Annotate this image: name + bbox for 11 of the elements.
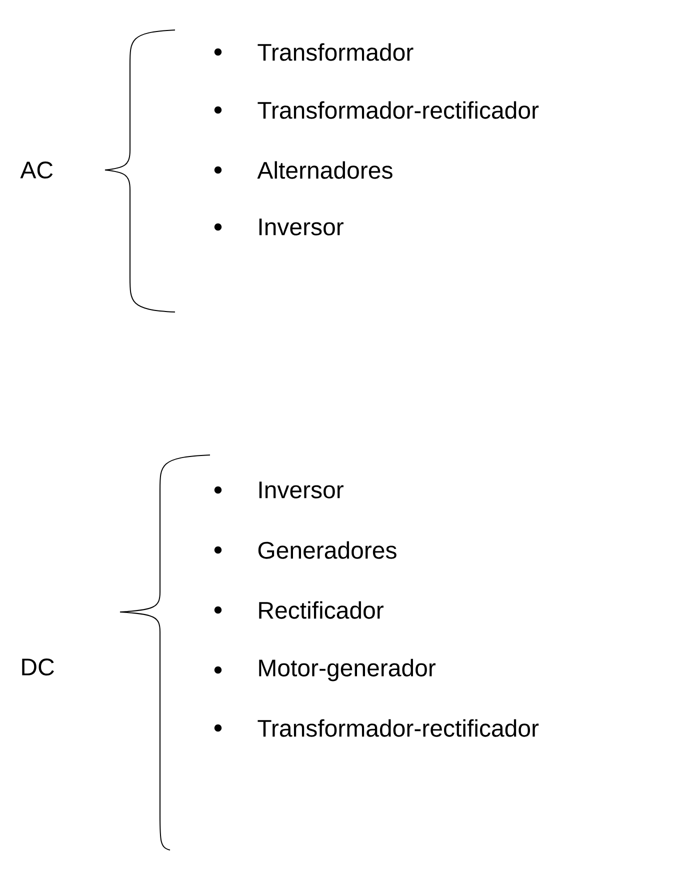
list-item: Inversor	[259, 482, 344, 498]
list-item: Motor-generador	[259, 658, 436, 682]
list-item: Generadores	[258, 541, 396, 559]
group-label: AC	[20, 162, 53, 178]
list-item: Inversor	[259, 218, 344, 236]
list-item: Transformador-rectificador	[258, 719, 539, 737]
list-item: Transformador	[258, 43, 414, 61]
list-item: Rectificador	[259, 601, 384, 619]
list-item: Transformador-rectificador	[258, 101, 539, 119]
list-item: Alternadores	[257, 161, 392, 179]
group-label: DC	[22, 658, 54, 676]
